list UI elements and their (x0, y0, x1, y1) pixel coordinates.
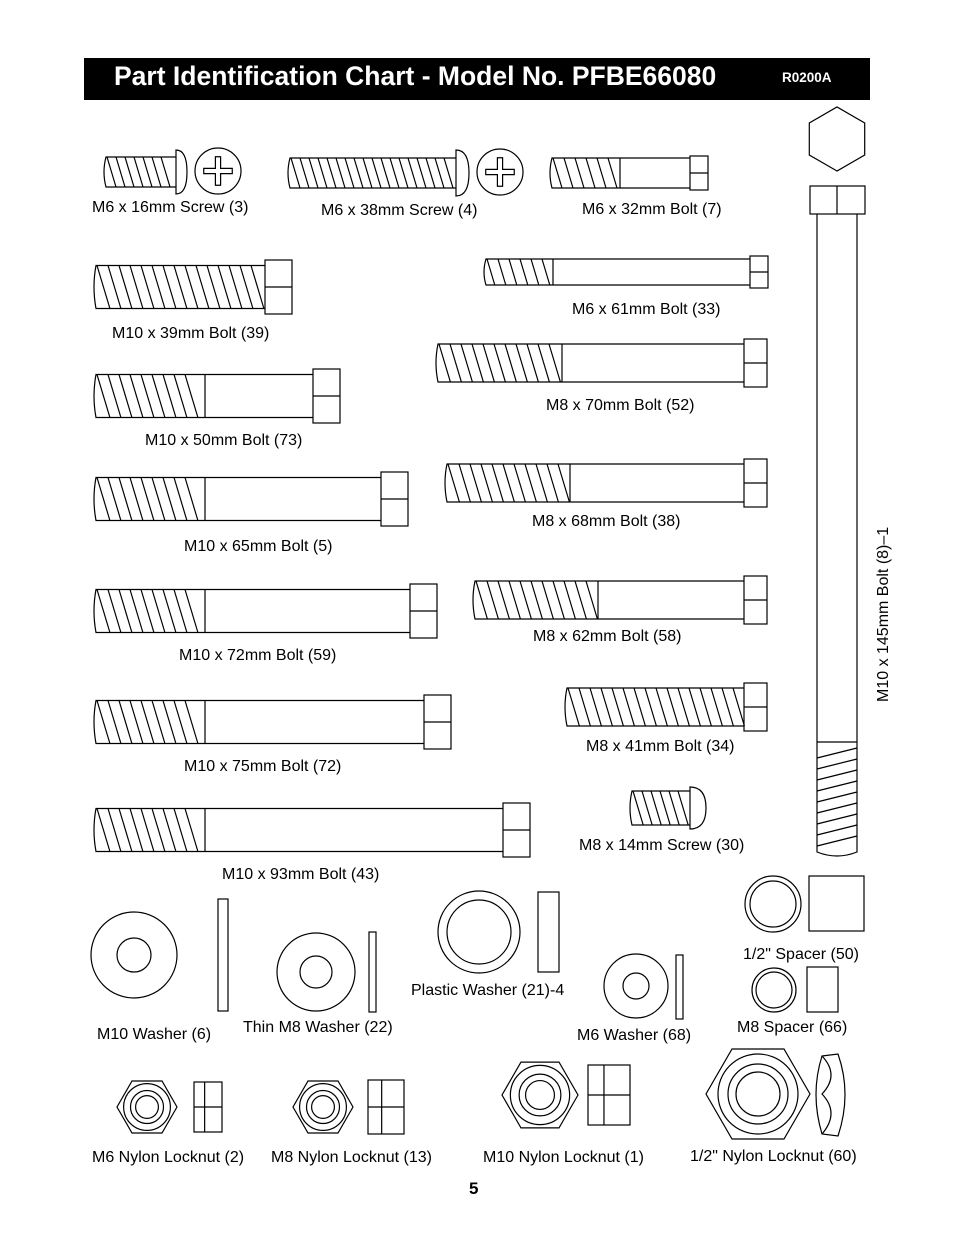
label-bolt-58: M8 x 62mm Bolt (58) (533, 628, 682, 645)
label-bolt-73: M10 x 50mm Bolt (73) (145, 432, 303, 449)
screw-3-head-drawing (194, 147, 242, 195)
bolt-59-drawing (93, 583, 438, 639)
label-bolt-72: M10 x 75mm Bolt (72) (184, 758, 342, 775)
bolt-52-drawing (435, 338, 768, 388)
label-bolt-52: M8 x 70mm Bolt (52) (546, 397, 695, 414)
page-number: 5 (469, 1179, 479, 1198)
thin-m8-washer-22-drawing (276, 931, 377, 1013)
page-title: Part Identification Chart - Model No. PF… (114, 61, 717, 91)
label-screw-4: M6 x 38mm Screw (4) (321, 202, 478, 219)
label-locknut-2: M6 Nylon Locknut (2) (92, 1149, 245, 1166)
bolt-72-drawing (93, 694, 452, 750)
bolt-73-drawing (93, 368, 341, 424)
bolt-43-drawing (93, 802, 531, 858)
label-bolt-33: M6 x 61mm Bolt (33) (572, 301, 721, 318)
bolt-5-drawing (93, 471, 409, 527)
label-bolt-7: M6 x 32mm Bolt (7) (582, 201, 722, 218)
label-locknut-13: M8 Nylon Locknut (13) (271, 1149, 432, 1166)
label-bolt-59: M10 x 72mm Bolt (59) (179, 647, 337, 664)
label-m8-spacer-66: M8 Spacer (66) (737, 1019, 848, 1036)
screw-3-drawing (103, 149, 188, 195)
label-locknut-1: M10 Nylon Locknut (1) (483, 1149, 644, 1166)
bolt-33-drawing (483, 255, 769, 289)
screw-4-head-drawing (476, 148, 524, 196)
label-bolt-38: M8 x 68mm Bolt (38) (532, 513, 681, 530)
label-thin-m8-washer-22: Thin M8 Washer (22) (243, 1019, 393, 1036)
locknut-2-drawing (116, 1080, 223, 1134)
locknut-1-drawing (501, 1061, 631, 1129)
label-screw-3: M6 x 16mm Screw (3) (92, 199, 249, 216)
bolt-8-drawing (808, 106, 866, 857)
locknut-13-drawing (292, 1079, 405, 1135)
label-bolt-43: M10 x 93mm Bolt (43) (222, 866, 380, 883)
bolt-7-drawing (549, 155, 709, 191)
screw-30-drawing (629, 786, 707, 830)
label-bolt-39: M10 x 39mm Bolt (39) (112, 325, 270, 342)
m6-washer-68-drawing (603, 953, 684, 1020)
bolt-39-drawing (93, 259, 293, 315)
locknut-60-drawing (705, 1048, 846, 1140)
drawing-code: R0200A (782, 70, 832, 85)
screw-4-drawing (287, 149, 470, 197)
label-plastic-washer-21: Plastic Washer (21)-4 (411, 982, 565, 999)
bolt-38-drawing (444, 458, 768, 508)
m8-spacer-66-drawing (751, 966, 839, 1013)
label-bolt-5: M10 x 65mm Bolt (5) (184, 538, 333, 555)
label-bolt-34: M8 x 41mm Bolt (34) (586, 738, 735, 755)
plastic-washer-21-drawing (437, 890, 560, 974)
label-m6-washer-68: M6 Washer (68) (577, 1027, 692, 1044)
label-m10-washer-6: M10 Washer (6) (97, 1026, 212, 1043)
label-bolt-8: M10 x 145mm Bolt (8)–1 (875, 526, 892, 702)
header-bar: Part Identification Chart - Model No. PF… (84, 58, 870, 100)
bolt-58-drawing (472, 575, 768, 625)
bolt-34-drawing (564, 682, 768, 732)
label-spacer-50: 1/2" Spacer (50) (743, 946, 859, 963)
label-screw-30: M8 x 14mm Screw (30) (579, 837, 745, 854)
m10-washer-6-drawing (90, 898, 229, 1012)
label-locknut-60: 1/2" Nylon Locknut (60) (690, 1148, 857, 1165)
spacer-50-drawing (744, 875, 865, 933)
